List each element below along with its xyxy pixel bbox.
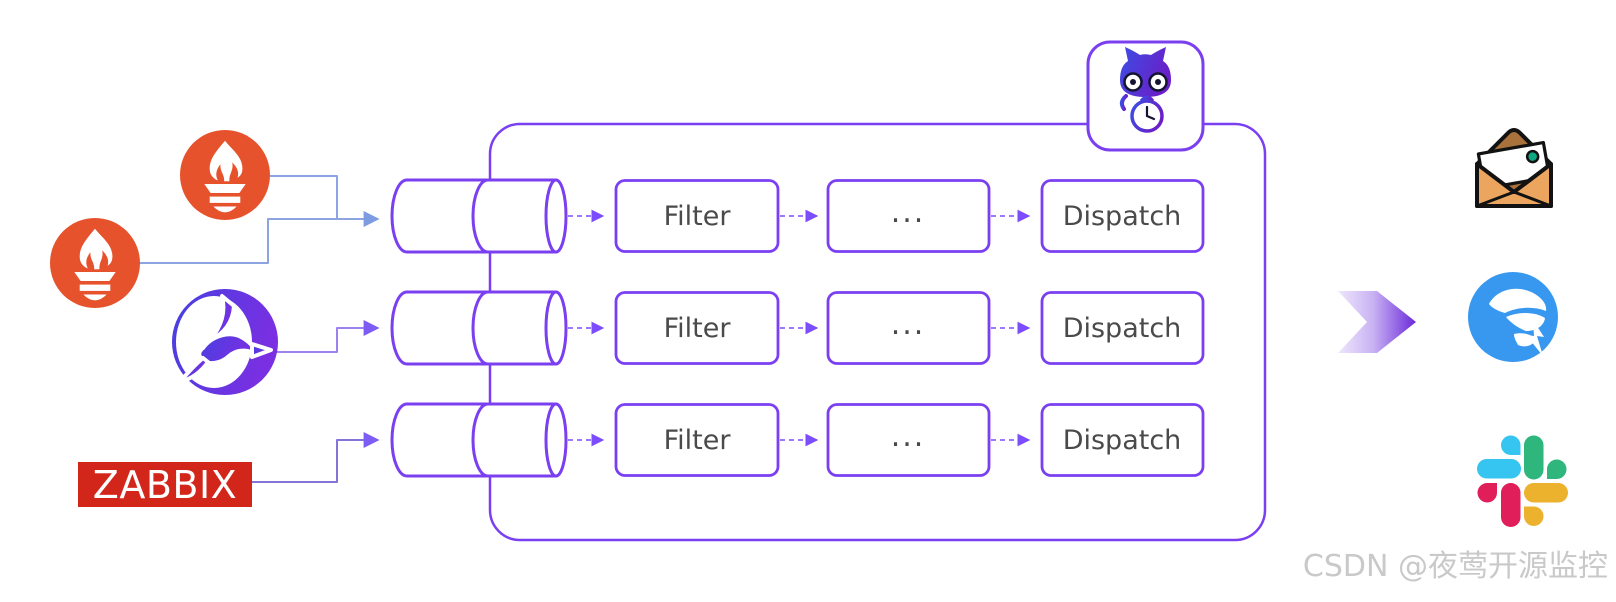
zabbix-logo: ZABBIX (78, 462, 252, 507)
source-connector-bird (277, 320, 380, 353)
email-envelope-icon (1475, 128, 1553, 208)
filter-box-label: Filter (664, 425, 732, 456)
dispatch-box (1040, 179, 1205, 253)
middle-box-label: ... (891, 307, 926, 342)
middle-box (826, 291, 991, 365)
pipeline-row: Filter ... Dispatch (390, 290, 1205, 366)
dispatch-box (1040, 403, 1205, 477)
filter-box (614, 403, 780, 477)
source-connector-prometheus-2 (136, 218, 337, 264)
slack-icon (1477, 435, 1568, 527)
middle-box (826, 179, 991, 253)
queue-cylinder (390, 290, 568, 366)
queue-cylinder (390, 178, 568, 254)
pipeline-row: Filter ... Dispatch (390, 178, 1205, 254)
dispatch-box-label: Dispatch (1063, 425, 1182, 456)
filter-box (614, 291, 780, 365)
dispatch-box-label: Dispatch (1063, 201, 1182, 232)
middle-box (826, 403, 991, 477)
source-connector-zabbix (252, 432, 380, 483)
middle-box-label: ... (891, 195, 926, 230)
flashduty-cat-clock-icon (1119, 47, 1171, 133)
source-connectors (136, 175, 380, 483)
prometheus-icon (50, 218, 140, 308)
filter-box (614, 179, 780, 253)
filter-box-label: Filter (664, 313, 732, 344)
zabbix-label: ZABBIX (93, 463, 237, 507)
prometheus-icon (180, 130, 270, 220)
queue-cylinder (390, 402, 568, 478)
mascot-badge (1086, 40, 1205, 152)
nightingale-bird-icon (172, 289, 278, 395)
pipeline-rows: Filter ... Dispatch Filter ... Disp (390, 178, 1205, 478)
dispatch-box (1040, 291, 1205, 365)
pipeline-row: Filter ... Dispatch (390, 402, 1205, 478)
watermark-text: CSDN @夜莺开源监控 (1303, 549, 1608, 584)
filter-box-label: Filter (664, 201, 732, 232)
source-connector-prometheus-1 (270, 175, 380, 227)
dingtalk-icon (1468, 272, 1558, 362)
dispatch-box-label: Dispatch (1063, 313, 1182, 344)
middle-box-label: ... (891, 419, 926, 454)
chevron-arrow-icon (1338, 291, 1416, 353)
